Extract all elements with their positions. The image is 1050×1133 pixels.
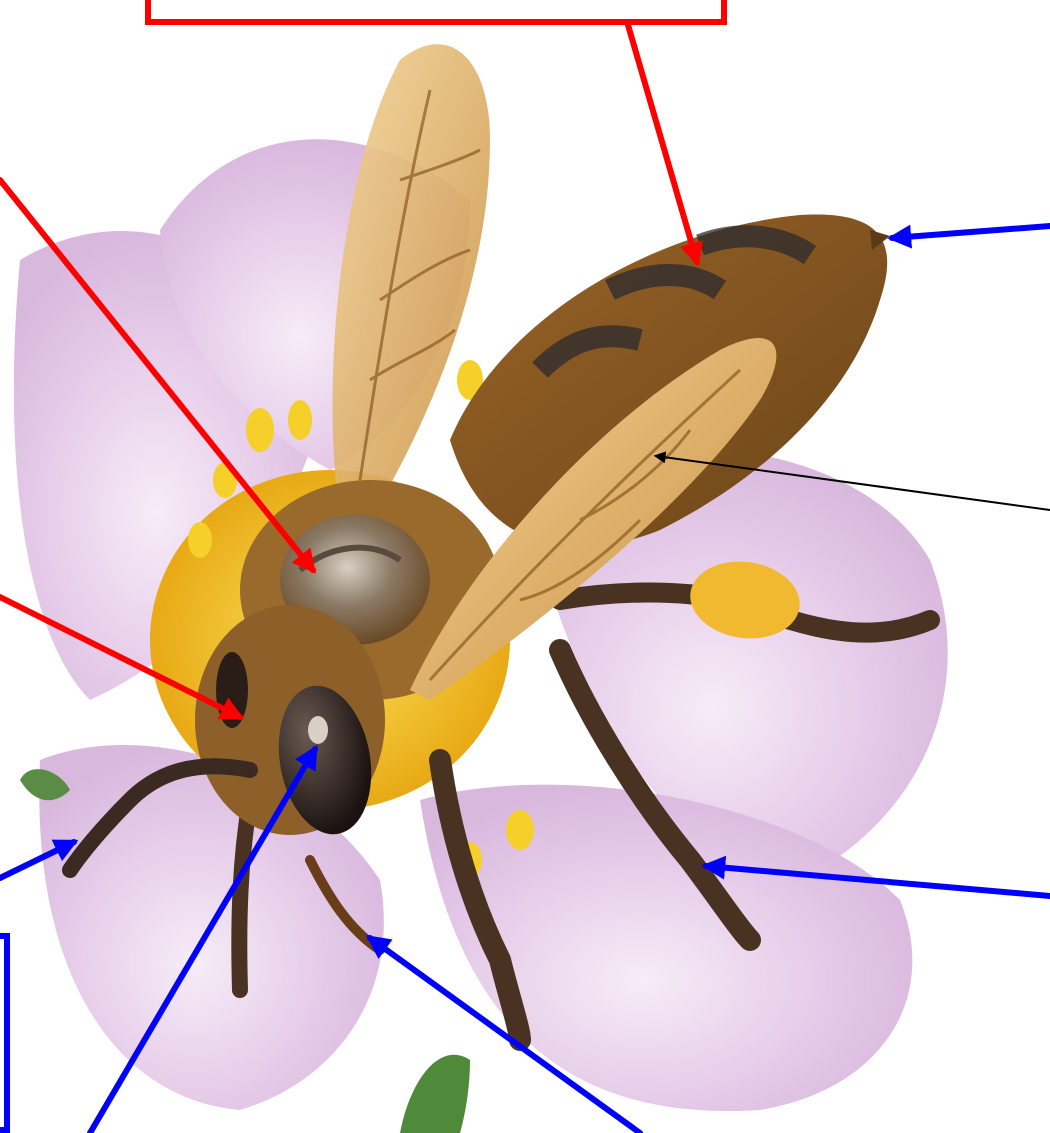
leaf xyxy=(400,1055,470,1133)
side-eye xyxy=(216,652,248,728)
abdomen-pointer xyxy=(628,25,697,262)
label-box-top xyxy=(145,0,727,25)
label-box-left xyxy=(0,933,10,1133)
eye-highlight xyxy=(308,716,328,744)
stinger-pointer xyxy=(892,226,1050,238)
